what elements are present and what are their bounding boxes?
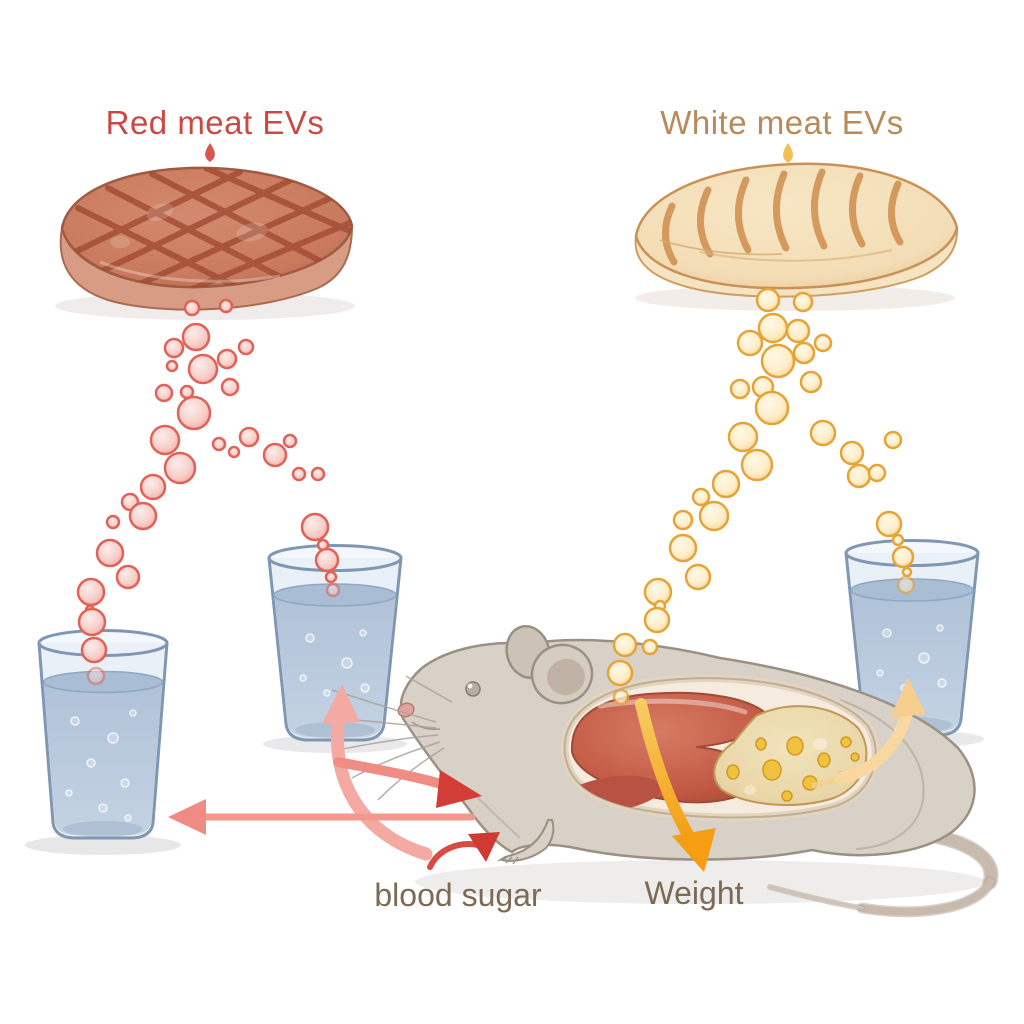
blood-sugar-label: blood sugar: [374, 877, 542, 913]
weight-down-arrow: [635, 698, 716, 872]
arrow-swoosh-up: [427, 832, 500, 870]
chicken-grill-marks: [662, 168, 904, 266]
toes: [497, 855, 519, 865]
yellow-ev-droplet-icon: [783, 143, 793, 163]
steak-illustration: [59, 166, 354, 311]
tall-water-glass: [37, 629, 169, 840]
red-meat-title: Red meat EVs: [106, 104, 325, 141]
white-ev-stream: [606, 287, 916, 706]
eye-highlight: [467, 683, 473, 689]
arrow-into-mouse: [333, 757, 482, 808]
haunch-line: [839, 699, 925, 850]
weight-label: Weight: [644, 875, 743, 911]
red-ev-stream: [76, 298, 341, 686]
mouse-eye: [465, 681, 481, 697]
arrow-up-to-left-glass: [322, 684, 433, 861]
mouse-mouth: [411, 721, 441, 730]
arrow-up-to-right-glass: [811, 678, 926, 789]
mouse-ear: [505, 625, 594, 705]
mouse-nose-icon: [397, 702, 415, 718]
red-ev-droplet-icon: [205, 143, 215, 162]
white-meat-title: White meat EVs: [660, 104, 904, 141]
chicken-breast-illustration: [634, 162, 959, 298]
front-leg: [499, 819, 555, 862]
grill-marks: [72, 167, 352, 288]
arrow-long-left: [168, 799, 476, 835]
